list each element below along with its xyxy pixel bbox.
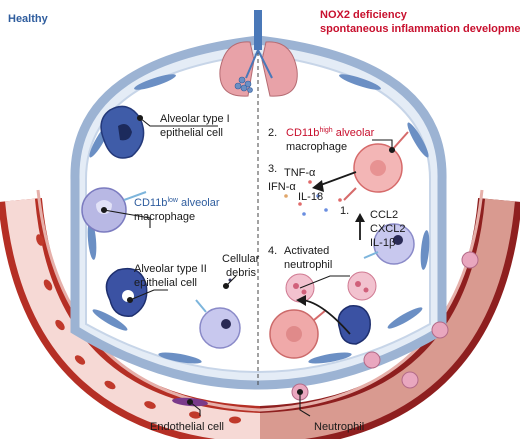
- alveolar-type2-label: Alveolar type II: [134, 263, 207, 275]
- nox2-header-line1: NOX2 deficiency: [320, 9, 408, 21]
- type1-epithelial-cells: [87, 74, 430, 364]
- process-arrows: [296, 171, 365, 335]
- cd11b-low-label-2: macrophage: [134, 211, 195, 223]
- red-blood-cells: [36, 234, 241, 424]
- endothelial-cell-label: Endothelial cell: [150, 421, 224, 433]
- alveolar-type1-label-2: epithelial cell: [160, 127, 223, 139]
- lower-macrophage: [269, 309, 327, 359]
- cytokine-ifn: IFN-α: [268, 181, 296, 193]
- cd11b-low-label: CD11blow alveolar: [134, 197, 220, 209]
- alveolar-type1-label: Alveolar type I: [160, 113, 230, 125]
- lungs-icon: [219, 10, 298, 97]
- chemokine-cxcl2: CXCL2: [370, 223, 405, 235]
- blood-vessel: [0, 189, 520, 439]
- step1-number: 1.: [340, 205, 349, 217]
- activated-neutrophil-label-2: neutrophil: [284, 259, 332, 271]
- alveolar-type2-label-2: epithelial cell: [134, 277, 197, 289]
- cellular-debris-label-2: debris: [226, 267, 256, 279]
- cellular-debris-label: Cellular: [222, 253, 260, 265]
- neutrophil-label: Neutrophil: [314, 421, 364, 433]
- cd11b-high-label-2: macrophage: [286, 141, 347, 153]
- cytokine-tnf: TNF-α: [284, 167, 316, 179]
- right-macrophage: [363, 223, 415, 265]
- step4-number: 4.: [268, 245, 277, 257]
- step2-number: 2.: [268, 127, 277, 139]
- type2-cell-right: [337, 305, 371, 345]
- activated-neutrophil-label: Activated: [284, 245, 329, 257]
- pointer-lines: [100, 114, 396, 417]
- cytokine-dots: [284, 180, 342, 216]
- cd11b-high-label: CD11bhigh alveolar: [286, 127, 375, 139]
- step3-number: 3.: [268, 163, 277, 175]
- cd11b-high-macrophage: [343, 131, 409, 201]
- vessel-neutrophils: [291, 251, 479, 401]
- debris-macrophage: [195, 299, 241, 349]
- nox2-header-line2: spontaneous inflammation development: [320, 23, 520, 35]
- healthy-header: Healthy: [8, 13, 49, 25]
- chemokine-ccl2: CCL2: [370, 209, 398, 221]
- chemokine-il1b: IL-1β: [370, 237, 395, 249]
- cytokine-il18: IL-18: [298, 191, 323, 203]
